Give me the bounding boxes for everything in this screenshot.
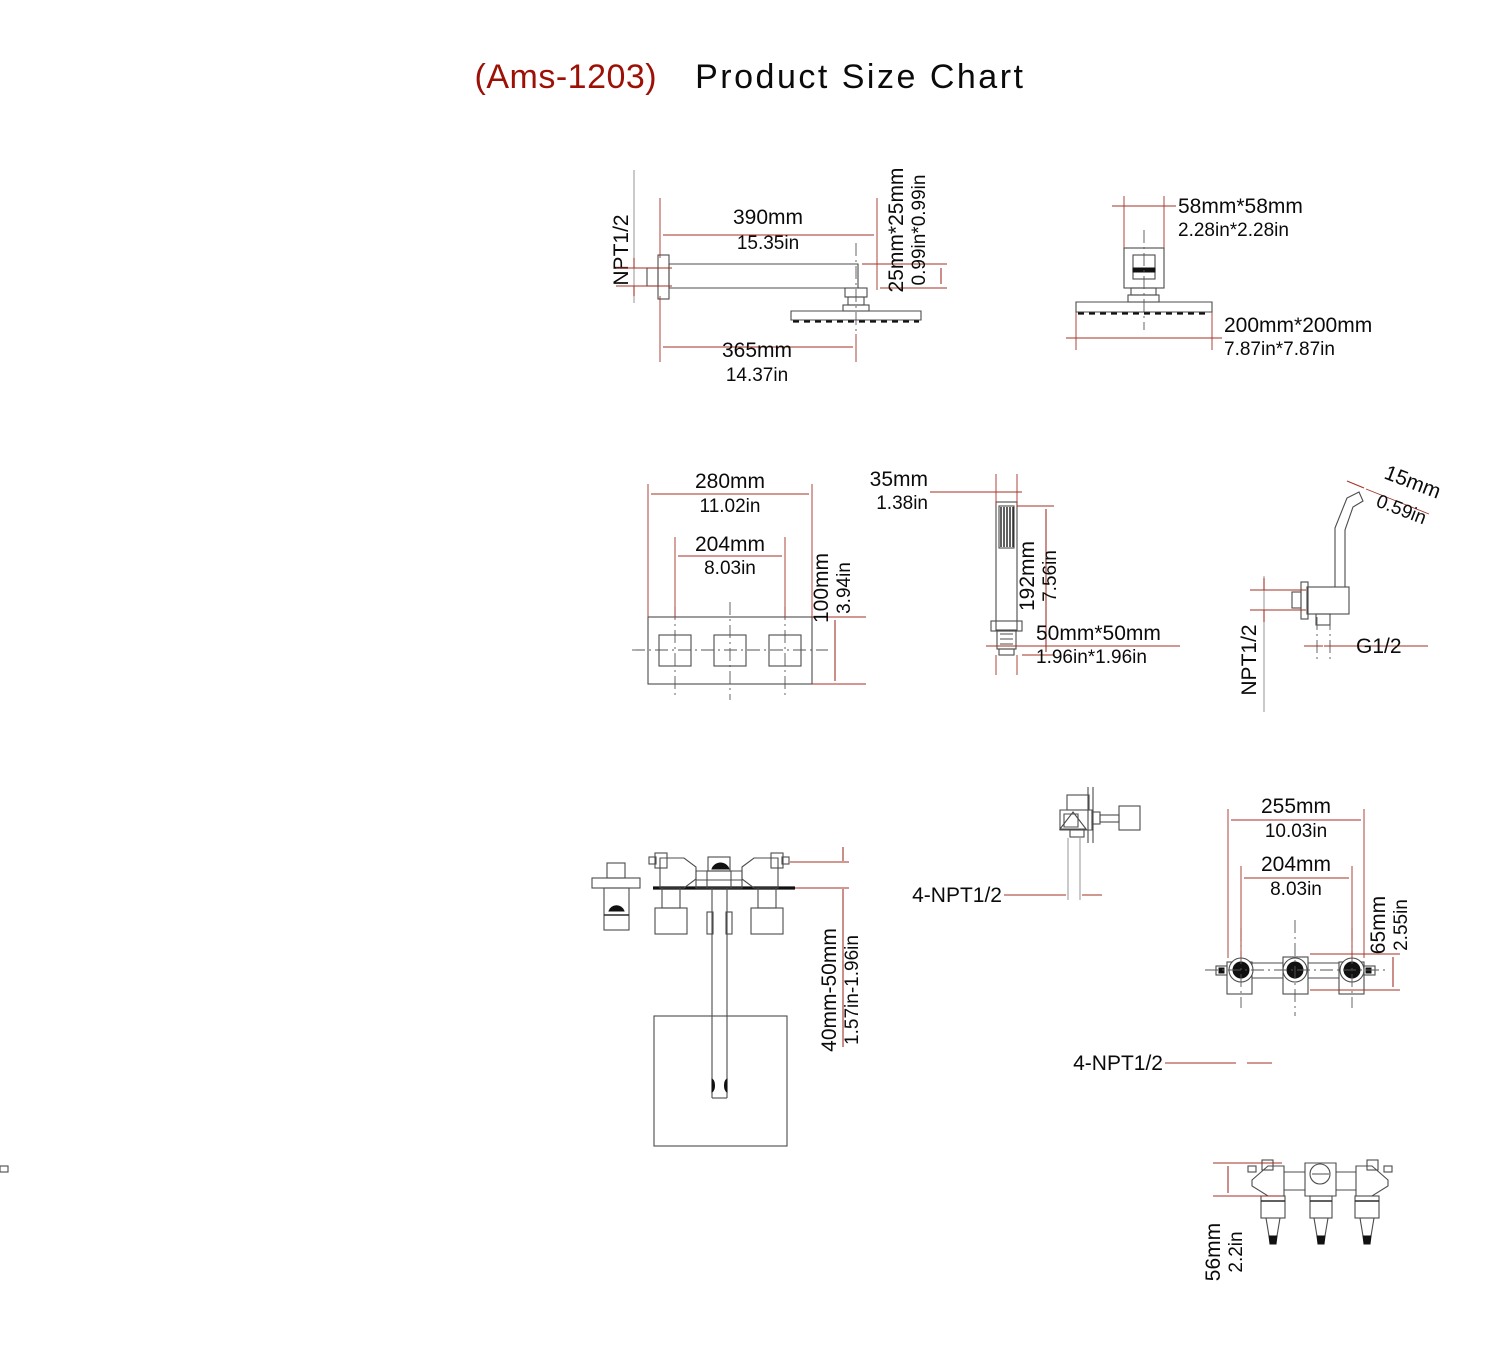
- dim-handheld-base: 50mm*50mm 1.96in*1.96in: [986, 622, 1180, 675]
- valve-plate-geometry: [632, 602, 828, 700]
- label-npt-half-arm: NPT1/2: [610, 214, 633, 285]
- label-valve-top-depth-in: 2.55in: [1391, 899, 1412, 951]
- handheld-geometry: [990, 501, 1023, 656]
- page-title: (Ams-1203) Product Size Chart: [0, 58, 1500, 97]
- label-handheld-base-in: 1.96in*1.96in: [1036, 647, 1147, 668]
- rough-in-valve-front-view: 56mm 2.2in: [0, 1159, 1393, 1281]
- label-valve-top-overall-in: 10.03in: [1265, 821, 1327, 842]
- label-plate-spacing-in: 8.03in: [704, 558, 756, 579]
- label-hose-g-half: G1/2: [1356, 635, 1402, 658]
- label-bracket-in: 2.28in*2.28in: [1178, 220, 1289, 241]
- dim-valve-side-thread: 4-NPT1/2: [912, 884, 1102, 907]
- dim-handheld-length: 192mm 7.56in: [1016, 505, 1061, 656]
- label-valve-top-overall-mm: 255mm: [1261, 795, 1331, 818]
- valve-front-geometry: [0, 1159, 1393, 1245]
- chart-title: Product Size Chart: [695, 58, 1026, 96]
- label-plate-width-mm: 280mm: [695, 470, 765, 493]
- label-valve-front-height-in: 2.2in: [1226, 1231, 1247, 1272]
- label-handheld-width-mm: 35mm: [870, 468, 928, 491]
- label-valve-top-spacing-mm: 204mm: [1261, 853, 1331, 876]
- product-code: (Ams-1203): [474, 58, 658, 96]
- shower-arm-geometry: [646, 243, 922, 334]
- label-plate-width-in: 11.02in: [700, 496, 761, 517]
- label-arm-reach-in: 14.37in: [726, 365, 788, 386]
- label-handheld-length-in: 7.56in: [1040, 550, 1061, 602]
- label-valve-top-npt: 4-NPT1/2: [1073, 1052, 1163, 1075]
- label-plate-height-mm: 100mm: [810, 553, 833, 623]
- dim-shower-arm-length: 390mm 15.35in: [659, 198, 878, 290]
- dim-handheld-width: 35mm 1.38in: [870, 468, 1022, 514]
- label-bracket-mm: 58mm*58mm: [1178, 195, 1303, 218]
- dim-head-bracket: 58mm*58mm 2.28in*2.28in: [1112, 195, 1303, 248]
- label-plate-height-in: 3.94in: [834, 562, 855, 614]
- valve-top-geometry: [1205, 920, 1388, 1016]
- label-valve-top-depth-mm: 65mm: [1367, 896, 1390, 954]
- label-valve-side-npt: 4-NPT1/2: [912, 884, 1002, 907]
- label-wall-depth-mm: 40mm-50mm: [818, 928, 841, 1052]
- label-valve-top-spacing-in: 8.03in: [1270, 879, 1322, 900]
- dim-hose-wall-thread: NPT1/2: [1238, 576, 1306, 712]
- rough-in-valve-top-view: 255mm 10.03in 204mm 8.03in 65mm 2.55in 4…: [1073, 795, 1412, 1075]
- dim-plate-width: 280mm 11.02in: [647, 470, 813, 617]
- label-wall-depth-in: 1.57in-1.96in: [842, 935, 863, 1045]
- hose-outlet-geometry: [1291, 491, 1364, 660]
- label-arm-length-in: 15.35in: [737, 233, 799, 254]
- handheld-shower-side-view: 35mm 1.38in 192mm 7.56in 50mm*50mm 1.96i…: [870, 468, 1180, 675]
- dim-valve-top-depth: 65mm 2.55in: [1310, 896, 1412, 991]
- label-handheld-length-mm: 192mm: [1016, 541, 1039, 611]
- valve-trim-plate-front-view: 280mm 11.02in 204mm 8.03in 100mm 3.94in: [632, 470, 866, 700]
- dim-shower-arm-inlet-thread: NPT1/2: [610, 170, 672, 303]
- label-panel-in: 7.87in*7.87in: [1224, 339, 1335, 360]
- dim-valve-front-height: 56mm 2.2in: [1202, 1162, 1282, 1281]
- wall-mount-faucet-side-view: 40mm-50mm 1.57in-1.96in: [591, 847, 863, 1147]
- shower-head-front-view: 58mm*58mm 2.28in*2.28in 200mm*200mm 7.87…: [1066, 195, 1372, 360]
- label-arm-section-mm: 25mm*25mm: [885, 168, 908, 293]
- shower-arm-side-view: NPT1/2 390mm 15.35in 25mm*25mm 0.99in*0.…: [610, 168, 947, 386]
- label-arm-section-in: 0.99in*0.99in: [909, 175, 930, 286]
- valve-side-geometry: [1058, 787, 1141, 900]
- label-arm-reach-mm: 365mm: [722, 339, 792, 362]
- dim-head-panel: 200mm*200mm 7.87in*7.87in: [1066, 312, 1372, 360]
- label-panel-mm: 200mm*200mm: [1224, 314, 1372, 337]
- hose-outlet-side-view: 15mm 0.59in NPT1/2 G1/2: [1238, 461, 1444, 712]
- dim-hose-outlet-thread: G1/2: [1304, 635, 1428, 658]
- dim-valve-top-overall: 255mm 10.03in: [1227, 795, 1365, 958]
- label-handheld-width-in: 1.38in: [876, 493, 928, 514]
- rough-in-valve-side-view: 4-NPT1/2: [912, 787, 1141, 907]
- dim-hose-tube: 15mm 0.59in: [1346, 461, 1444, 529]
- shower-head-geometry: [1075, 230, 1213, 330]
- dim-shower-arm-reach: 365mm 14.37in: [659, 296, 857, 386]
- dim-valve-top-spacing: 204mm 8.03in: [1240, 853, 1353, 958]
- dim-plate-spacing: 204mm 8.03in: [674, 533, 786, 617]
- wall-faucet-geometry: [591, 852, 795, 1147]
- dim-wall-faucet-depth: 40mm-50mm 1.57in-1.96in: [790, 847, 863, 1052]
- label-plate-spacing-mm: 204mm: [695, 533, 765, 556]
- dim-shower-arm-section: 25mm*25mm 0.99in*0.99in: [862, 168, 947, 293]
- label-valve-front-height-mm: 56mm: [1202, 1223, 1225, 1281]
- dim-valve-top-thread: 4-NPT1/2: [1073, 1052, 1272, 1075]
- label-hose-npt: NPT1/2: [1238, 624, 1261, 695]
- label-arm-length-mm: 390mm: [733, 206, 803, 229]
- label-handheld-base-mm: 50mm*50mm: [1036, 622, 1161, 645]
- dim-plate-height: 100mm 3.94in: [810, 553, 866, 685]
